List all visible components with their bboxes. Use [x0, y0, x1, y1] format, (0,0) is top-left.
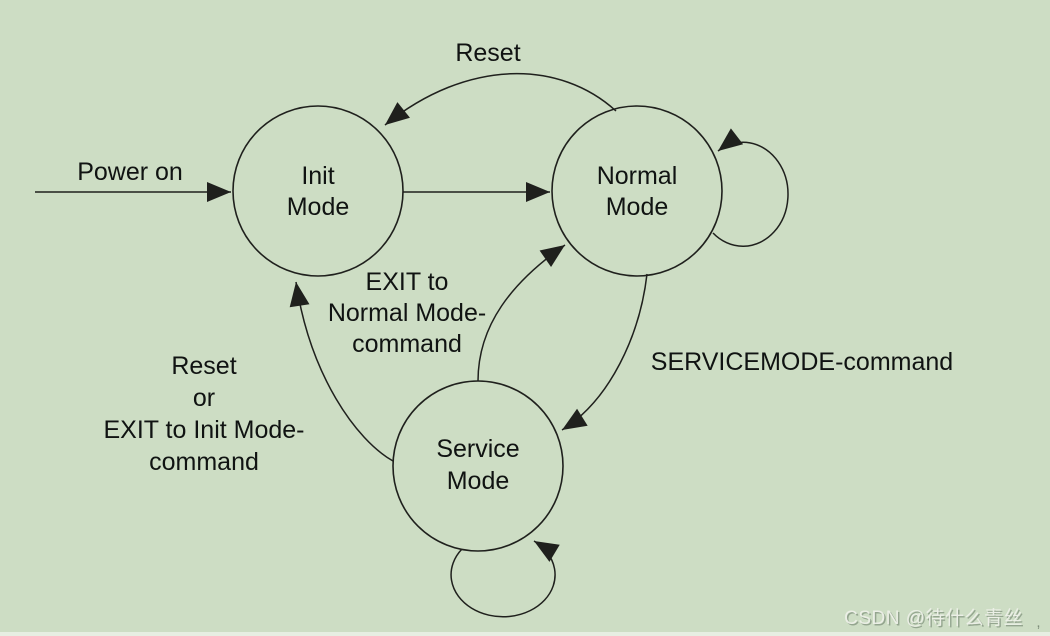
edge-servicemode-normal-to-service-arrow	[561, 273, 648, 431]
edge-label-reset-top: Reset	[455, 39, 520, 67]
state-label-normal-line2: Mode	[606, 193, 669, 221]
state-label-init-line1: Init	[301, 162, 334, 190]
edge-label-exit-to-normal-line1: EXIT to	[366, 268, 449, 296]
edge-exit-service-to-normal-arrow	[477, 244, 566, 382]
state-circle-normal-mode	[551, 105, 723, 277]
state-label-service-line1: Service	[436, 435, 519, 463]
state-label-normal-line1: Normal	[597, 162, 678, 190]
state-circle-service-mode	[392, 380, 564, 552]
diagram-labels: Init Mode Normal Mode Service Mode Power…	[77, 39, 953, 495]
edge-label-servicemode: SERVICEMODE-command	[651, 348, 953, 376]
edge-label-reset-or-exit-line4: command	[149, 448, 259, 476]
edge-label-exit-to-normal-line3: command	[352, 330, 462, 358]
bottom-edge-strip	[0, 632, 1050, 636]
edge-label-power-on: Power on	[77, 158, 183, 186]
transition-edges	[35, 72, 789, 618]
edge-label-exit-to-normal-line2: Normal Mode-	[328, 299, 486, 327]
edge-label-reset-or-exit-line1: Reset	[171, 352, 236, 380]
edge-normal-self-loop-arrow	[712, 128, 789, 247]
state-label-init-line2: Mode	[287, 193, 350, 221]
edge-label-reset-or-exit-line3: EXIT to Init Mode-	[103, 416, 304, 444]
edge-reset-service-to-init-arrow	[289, 281, 394, 462]
watermark-corner-mark: ,	[1036, 614, 1041, 631]
edge-label-reset-or-exit-line2: or	[193, 384, 215, 412]
csdn-watermark: CSDN @待什么青丝 CSDN @待什么青丝 ,	[844, 607, 1041, 631]
edge-service-self-loop-arrow	[450, 540, 560, 618]
state-circle-init-mode	[232, 105, 404, 277]
csdn-watermark-text: CSDN @待什么青丝	[844, 607, 1023, 629]
state-label-service-line2: Mode	[447, 467, 510, 495]
state-circles	[232, 105, 723, 552]
edge-reset-normal-to-init-arrow	[384, 72, 617, 126]
csdn-watermark-shadow: CSDN @待什么青丝	[846, 609, 1025, 631]
